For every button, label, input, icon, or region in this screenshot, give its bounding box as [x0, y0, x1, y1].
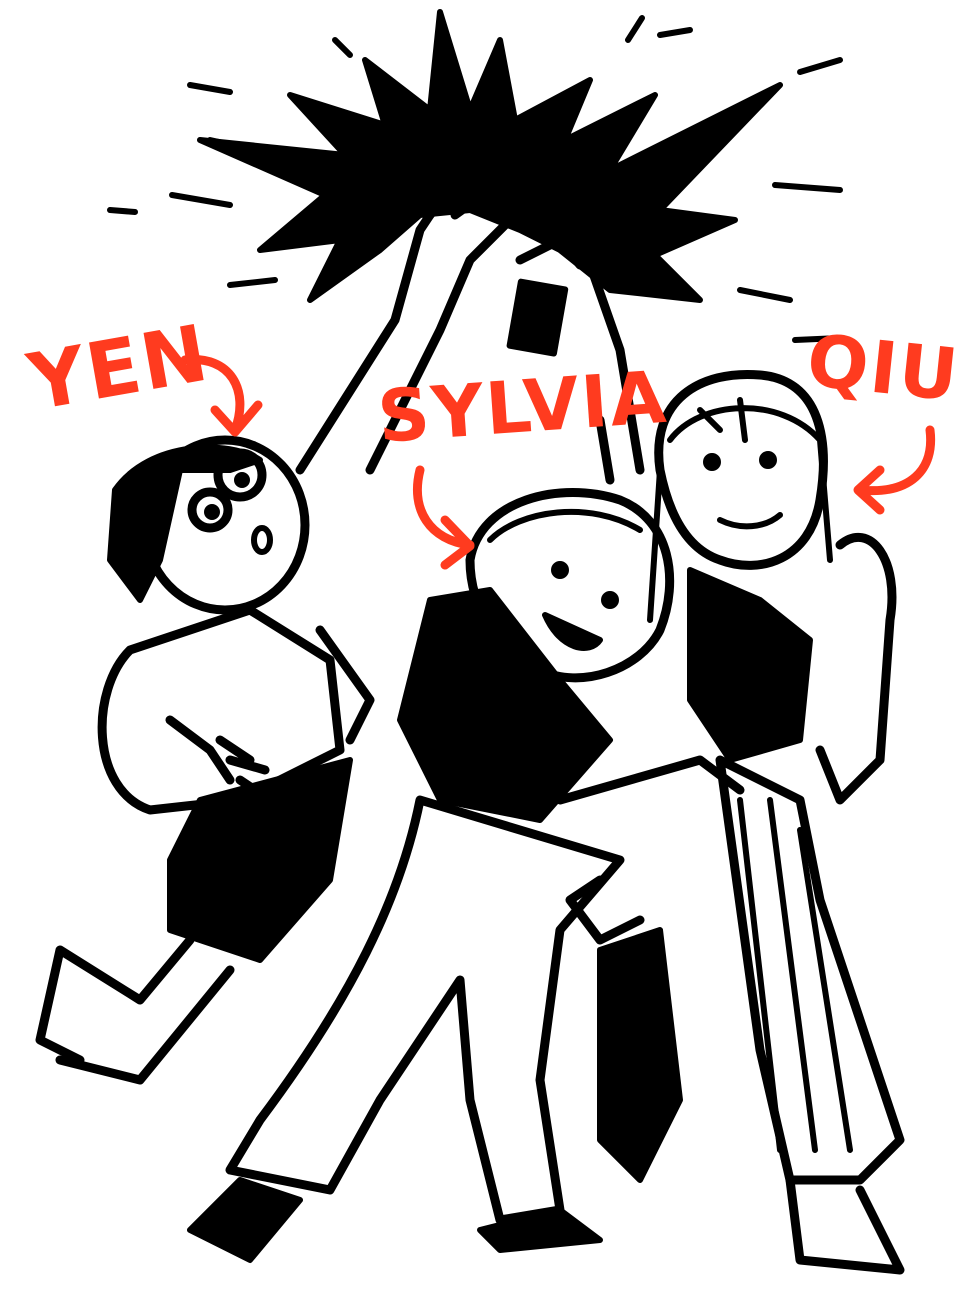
starburst — [197, 9, 783, 303]
yen-eye-right — [187, 487, 233, 533]
sleeve-dark — [506, 278, 569, 357]
qiu-pants — [715, 755, 905, 1185]
yen-mouth — [251, 525, 273, 555]
figure-qiu — [597, 369, 905, 1275]
sylvia-mouth — [542, 612, 603, 651]
sylvia-shoe-right — [477, 1207, 603, 1253]
sylvia-pants — [225, 795, 625, 1225]
sylvia-top — [397, 587, 613, 823]
yen-shorts — [167, 757, 353, 963]
sylvia-shoe-left — [187, 1177, 303, 1263]
qiu-smile — [717, 512, 783, 530]
spark-lines — [107, 15, 843, 343]
raised-arms — [295, 175, 645, 485]
sylvia-arrow — [412, 465, 475, 570]
figure-yen — [35, 435, 375, 1085]
qiu-pants-dark — [597, 927, 683, 1183]
sylvia-hair — [487, 508, 643, 543]
qiu-arrow — [853, 425, 936, 515]
yen-arrow — [180, 355, 263, 437]
yen-eye-left — [213, 448, 267, 502]
yen-head — [140, 435, 310, 615]
yen-hair — [107, 444, 263, 603]
qiu-top — [687, 567, 813, 763]
label-qiu: QIU — [803, 318, 964, 418]
